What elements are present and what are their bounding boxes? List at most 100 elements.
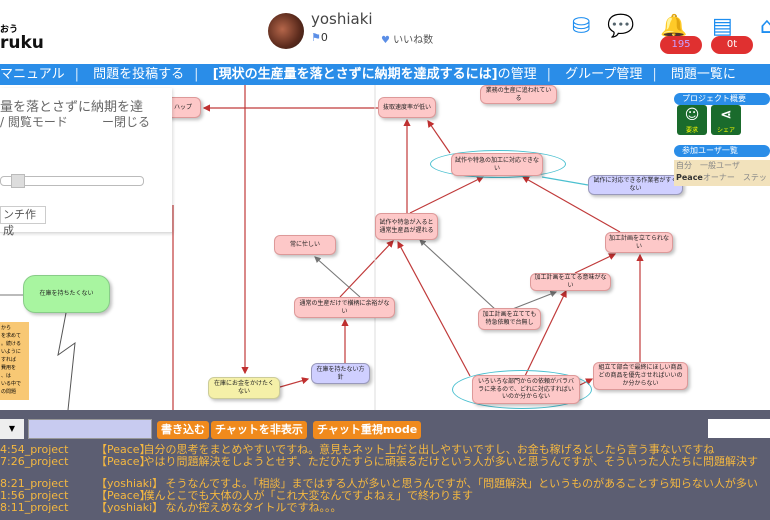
- message-time: 4:54_project: [0, 443, 69, 456]
- slider-thumb[interactable]: [11, 174, 25, 188]
- message-text: やはり問題解決をしようとせず、ただひたすらに頑張るだけという人が多いと思うんです…: [143, 455, 758, 468]
- create-button[interactable]: ンチ作成: [0, 206, 46, 237]
- node[interactable]: 加工計画を立てても特急依頼で台無し: [478, 308, 541, 330]
- note-line: は、: [1, 373, 12, 379]
- participant-name: Peace: [676, 173, 703, 182]
- view-mode-toggle[interactable]: / 閲覧モード: [0, 115, 68, 129]
- node[interactable]: 在庫を持たない方針: [311, 363, 370, 384]
- message-icon[interactable]: ▤: [712, 14, 733, 39]
- note-line: を求めて: [1, 333, 22, 339]
- node[interactable]: 試作や特急が入ると通常生産品が遅れる: [375, 213, 438, 240]
- message-text: 自分の思考をまとめやすいですね。意見もネット上だと出しやすいですし、お金も稼げる…: [143, 443, 715, 456]
- likes: ♥ いいね数: [381, 31, 433, 46]
- close-button[interactable]: ー閉じる: [102, 115, 151, 129]
- chat-target-select[interactable]: ▼: [0, 419, 24, 439]
- participant-row[interactable]: Peaceオーナー ステッ: [676, 172, 770, 184]
- message-time: 8:21_project: [0, 477, 69, 490]
- project-suffix: の管理: [497, 67, 537, 82]
- bell-icon[interactable]: 🔔: [660, 14, 688, 39]
- heart-icon: ♥: [381, 35, 390, 46]
- chat-focus-mode-button[interactable]: チャット重視mode: [313, 421, 422, 439]
- chat-bubbles-icon[interactable]: 💬: [607, 14, 635, 39]
- username[interactable]: yoshiaki: [311, 10, 373, 28]
- node[interactable]: 常に忙しい: [274, 235, 336, 255]
- note-line: の問題: [1, 389, 17, 395]
- note-line: 続ける。: [1, 341, 22, 347]
- logo-subtitle: おう: [0, 25, 19, 35]
- node[interactable]: 試作や特急の加工に対応できない: [451, 153, 543, 176]
- message-text: そうなんですよ。「相談」まではする人が多いと思うんですが、「問題解決」というもの…: [165, 477, 758, 490]
- note-line: すれば: [1, 357, 17, 363]
- node[interactable]: 抜取速度率が低い: [378, 97, 436, 118]
- node[interactable]: いろいろな部門からの依頼がバラバラに来るので、どれに対応すればいいのか分からない: [472, 375, 580, 404]
- message-badge: 0t: [711, 36, 753, 54]
- participant-name: 自分: [676, 161, 692, 170]
- chat-message: 7:26_project 【Peace】 やはり問題解決をしようとせず、ただひたす…: [0, 456, 758, 468]
- participant-row[interactable]: 自分 一般ユーザ: [676, 160, 770, 172]
- avatar[interactable]: [268, 13, 304, 49]
- participant-role: 一般ユーザ: [700, 161, 740, 170]
- likes-label: いいね数: [393, 35, 434, 46]
- notification-badge: 195: [660, 36, 702, 54]
- flag-count: ⚑0: [311, 31, 328, 44]
- note-line: いように: [1, 349, 21, 355]
- nav-bar: マニュアル| 問題を投稿する| [現状の生産量を落とさずに納期を達成するには]の…: [0, 64, 770, 85]
- nav-group-manage[interactable]: グループ管理: [565, 67, 643, 82]
- nav-manual[interactable]: マニュアル: [0, 67, 65, 82]
- node[interactable]: 試作に対応できる作業者がすくない: [588, 175, 683, 195]
- panel-title: 量を落とさずに納期を達: [0, 100, 144, 115]
- project-title: [現状の生産量を落とさずに納期を達成するには]: [212, 67, 498, 82]
- note-line: から: [1, 325, 12, 331]
- request-label: 要求: [685, 127, 698, 134]
- user-icon[interactable]: ⌂: [760, 14, 770, 39]
- nav-problem-list[interactable]: 問題一覧に: [670, 67, 736, 82]
- share-label: シェア: [716, 127, 735, 134]
- chat-input[interactable]: [28, 419, 152, 439]
- message-time: 8:11_project: [0, 501, 69, 514]
- request-button[interactable]: ☺ 要求: [677, 105, 707, 135]
- hide-chat-button[interactable]: チャットを非表示: [211, 421, 307, 439]
- chat-message: 8:11_project【yoshiaki】 なんか控えめなタイトルですね。。。: [0, 502, 758, 514]
- project-overview-header: プロジェクト概要: [674, 93, 770, 105]
- logo[interactable]: ruku: [0, 33, 44, 53]
- chat-message: 4:54_project 【Peace】 自分の思考をまとめやすいですね。意見もネ…: [0, 444, 758, 456]
- sticky-note[interactable]: からを求めて続ける。いようにすれば費用をは、いる中での問題: [0, 322, 29, 400]
- node[interactable]: 在庫にお金をかけたくない: [208, 377, 280, 399]
- nav-project-manage[interactable]: [現状の生産量を落とさずに納期を達成するには]の管理: [213, 64, 537, 85]
- message-time: 1:56_project: [0, 489, 69, 502]
- message-time: 7:26_project: [0, 455, 69, 468]
- chat-message: 1:56_project【Peace】 僕んとこでも大体の人が「これ大変なんです…: [0, 490, 758, 502]
- note-line: いる中で: [1, 381, 22, 387]
- message-user: 【Peace】: [96, 455, 151, 468]
- write-button[interactable]: 書き込む: [157, 421, 209, 439]
- node[interactable]: 業務の生産に追われている: [480, 85, 557, 104]
- highlight-ellipse: [430, 150, 566, 178]
- request-icon: ☺: [684, 107, 700, 123]
- message-user: 【Peace】: [96, 443, 151, 456]
- chat-messages: 4:54_project 【Peace】 自分の思考をまとめやすいですね。意見もネ…: [0, 444, 758, 514]
- node[interactable]: 在庫を持ちたくない: [23, 275, 110, 313]
- participants-header: 参加ユーザ一覧: [674, 145, 770, 157]
- edges: [0, 85, 644, 410]
- share-button[interactable]: ⋖シェア: [711, 105, 741, 135]
- highlight-ellipse: [452, 370, 592, 409]
- header: おう ruku yoshiaki ⚑0 ♥ いいね数 ⛁ 💬 🔔 ▤ ⌂ 195…: [0, 0, 770, 63]
- note-line: 費用を: [1, 365, 17, 371]
- search-input[interactable]: [708, 419, 770, 438]
- flag-icon: ⚑: [311, 31, 321, 44]
- zoom-slider[interactable]: [0, 174, 144, 188]
- flag-count-value: 0: [320, 31, 328, 44]
- message-user: 【Peace】: [96, 489, 151, 502]
- node[interactable]: 加工計画を立てる意味がない: [530, 273, 611, 291]
- nav-post-problem[interactable]: 問題を投稿する: [93, 67, 185, 82]
- message-user: 【yoshiaki】: [96, 477, 164, 490]
- node[interactable]: 組立て部合で最終にほしい商品 どの商品を優先させればいいのか分からない: [593, 362, 688, 390]
- participants-list: 自分 一般ユーザ Peaceオーナー ステッ: [674, 160, 770, 186]
- participant-role: オーナー ステッ: [702, 173, 767, 182]
- node[interactable]: 加工計画を立てられない: [605, 232, 673, 253]
- project-panel: 量を落とさずに納期を達 / 閲覧モード ー閉じる ンチ作成: [0, 88, 172, 237]
- node[interactable]: 通常の生産だけで横柄に余裕がない: [294, 297, 395, 318]
- message-text: なんか控えめなタイトルですね。。。: [165, 501, 342, 514]
- chat-message: 8:21_project 【yoshiaki】 そうなんですよ。「相談」まではする…: [0, 478, 758, 490]
- coins-icon[interactable]: ⛁: [572, 14, 591, 39]
